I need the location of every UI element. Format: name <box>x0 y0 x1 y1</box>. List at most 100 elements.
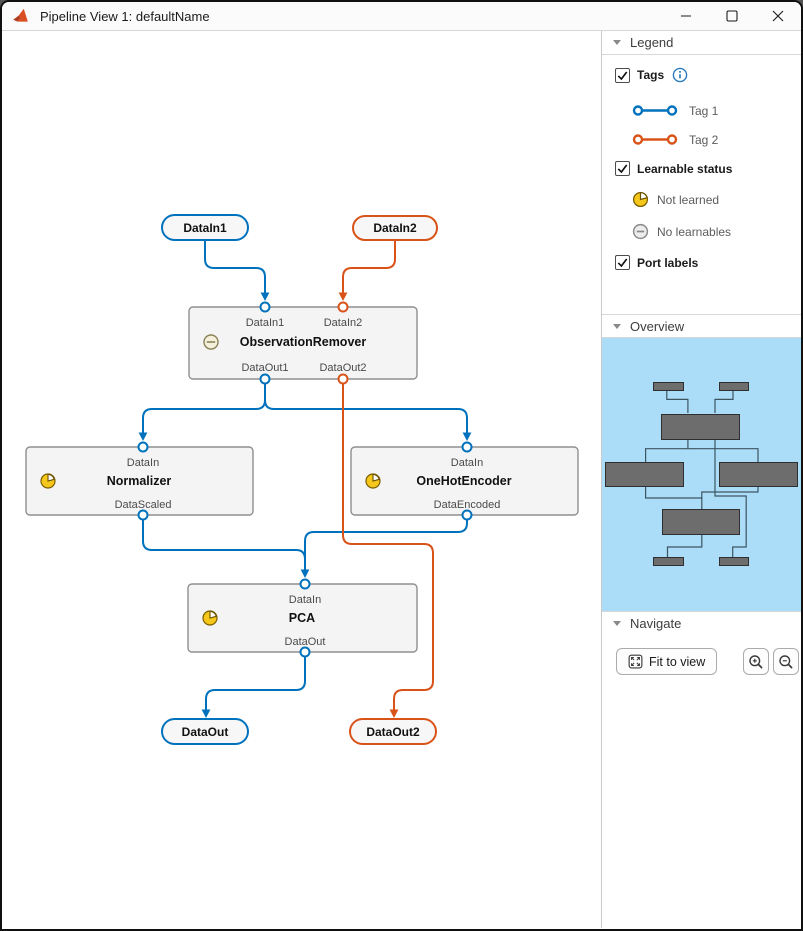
minimap-block <box>653 557 684 566</box>
overview-header[interactable]: Overview <box>602 314 801 338</box>
port-label: DataOut <box>285 636 326 648</box>
tag2-label: Tag 2 <box>689 132 719 147</box>
no-learnables-icon <box>203 334 219 350</box>
zoom-in-icon <box>749 654 763 668</box>
port-onehot-dataencoded <box>461 509 473 521</box>
tag1-label: Tag 1 <box>689 103 719 118</box>
arrowheads <box>138 292 472 718</box>
no-learnables-label: No learnables <box>657 224 732 239</box>
navigate-header-label: Navigate <box>630 616 682 631</box>
port-label: DataIn1 <box>246 317 285 329</box>
legend-header[interactable]: Legend <box>602 31 801 55</box>
port-labels-label: Port labels <box>637 255 699 270</box>
minimap-block <box>653 382 684 391</box>
not-learned-icon <box>40 473 56 489</box>
tags-label: Tags <box>637 68 665 82</box>
minimap-block <box>662 509 740 535</box>
port-label: DataIn2 <box>324 317 363 329</box>
tags-checkbox[interactable] <box>615 67 630 83</box>
spacer <box>602 270 801 314</box>
legend-tag2-row: Tag 2 <box>632 130 801 149</box>
not-learned-row: Not learned <box>632 190 801 209</box>
minimap-block <box>661 414 740 440</box>
edge-dataout1-to-onehotencoder <box>264 399 468 435</box>
minimize-button[interactable] <box>663 2 709 30</box>
not-learned-label: Not learned <box>657 192 720 207</box>
node-datain1[interactable]: DataIn1 <box>161 214 249 241</box>
overview-header-label: Overview <box>630 318 685 334</box>
edge-datascaled-to-pca <box>142 519 306 571</box>
block-pca[interactable]: DataIn PCA DataOut <box>187 583 418 653</box>
titlebar: Pipeline View 1: defaultName <box>2 2 801 31</box>
ports[interactable] <box>137 301 473 658</box>
minimap-block <box>719 382 749 391</box>
tag2-swatch <box>632 134 678 145</box>
port-label: DataEncoded <box>434 499 501 511</box>
node-label: DataIn1 <box>183 221 227 235</box>
minimap-block <box>605 462 684 487</box>
window-title: Pipeline View 1: defaultName <box>40 8 210 24</box>
close-button[interactable] <box>755 2 801 30</box>
collapse-icon[interactable] <box>613 323 621 329</box>
overview-minimap[interactable] <box>602 338 801 611</box>
block-normalizer[interactable]: DataIn Normalizer DataScaled <box>25 446 254 516</box>
minus-circle-icon <box>632 223 649 240</box>
pipeline-canvas[interactable]: DataIn1 DataIn2 DataIn1 DataIn2 Observat… <box>2 31 601 928</box>
node-label: DataOut <box>182 725 229 739</box>
node-label: DataIn2 <box>373 221 417 235</box>
zoom-in-button[interactable] <box>743 648 770 675</box>
edge-dataout2-to-dataout2 <box>342 383 434 712</box>
port-or-dataout2 <box>337 373 349 385</box>
edge-tag1-group[interactable] <box>142 240 468 712</box>
info-icon[interactable] <box>672 67 688 83</box>
legend-body: Tags Tag 1 <box>602 55 801 270</box>
port-pca-datain <box>299 578 311 590</box>
port-or-datain2 <box>337 301 349 313</box>
port-or-datain1 <box>259 301 271 313</box>
minimap-block <box>719 557 749 566</box>
maximize-button[interactable] <box>709 2 755 30</box>
navigate-controls: Fit to view <box>602 635 801 675</box>
tag1-swatch <box>632 105 678 116</box>
node-dataout[interactable]: DataOut <box>161 718 249 745</box>
port-label: DataScaled <box>115 499 172 511</box>
not-learned-icon <box>202 610 218 626</box>
block-observationremover[interactable]: DataIn1 DataIn2 ObservationRemover DataO… <box>188 306 418 380</box>
minimap-edges <box>645 389 759 557</box>
zoom-out-button[interactable] <box>773 648 800 675</box>
learnable-status-label: Learnable status <box>637 161 733 176</box>
edge-pca-to-dataout <box>205 656 306 712</box>
legend-tag1-row: Tag 1 <box>632 101 801 120</box>
port-onehot-datain <box>461 441 473 453</box>
block-title: ObservationRemover <box>240 335 367 349</box>
learnable-status-checkbox[interactable] <box>615 161 630 176</box>
block-title: PCA <box>289 611 315 625</box>
window-controls <box>663 2 801 30</box>
edge-tag2-group[interactable] <box>342 240 434 712</box>
collapse-icon[interactable] <box>613 621 621 626</box>
clock-icon <box>632 191 649 208</box>
port-label: DataOut1 <box>241 362 288 374</box>
port-labels-checkbox[interactable] <box>615 255 630 270</box>
port-label: DataOut2 <box>319 362 366 374</box>
node-dataout2[interactable]: DataOut2 <box>349 718 437 745</box>
port-pca-dataout <box>299 646 311 658</box>
port-normalizer-datain <box>137 441 149 453</box>
node-datain2[interactable]: DataIn2 <box>352 215 438 241</box>
port-or-dataout1 <box>259 373 271 385</box>
collapse-icon[interactable] <box>613 40 621 45</box>
port-label: DataIn <box>127 457 159 469</box>
block-onehotencoder[interactable]: DataIn OneHotEncoder DataEncoded <box>350 446 579 516</box>
zoom-out-icon <box>779 654 793 668</box>
port-label: DataIn <box>451 457 483 469</box>
matlab-logo-icon <box>12 8 32 25</box>
legend-header-label: Legend <box>630 35 674 50</box>
fit-to-view-button[interactable]: Fit to view <box>616 648 718 675</box>
navigate-header[interactable]: Navigate <box>602 611 801 635</box>
edge-dataencoded-to-pca <box>304 519 468 566</box>
edge-datain1-to-observationremover <box>204 240 266 295</box>
port-label: DataIn <box>289 594 321 606</box>
fit-to-view-icon <box>628 654 643 669</box>
not-learned-icon <box>365 473 381 489</box>
